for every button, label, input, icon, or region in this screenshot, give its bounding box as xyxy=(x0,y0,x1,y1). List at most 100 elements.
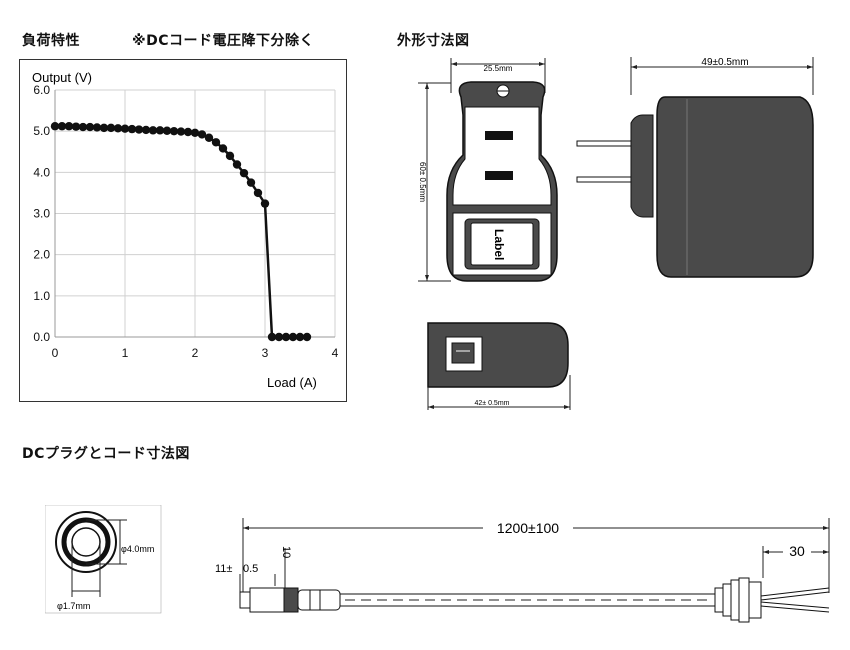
cord-length-label: 1200±100 xyxy=(497,520,559,536)
y-tick-label: 1.0 xyxy=(33,289,50,303)
data-point xyxy=(302,332,312,342)
load-characteristic-heading: 負荷特性 xyxy=(22,33,80,49)
strain-relief-ring xyxy=(730,579,740,621)
data-point xyxy=(50,122,60,131)
data-point xyxy=(92,123,102,132)
front-width-label: 25.5mm xyxy=(484,64,513,73)
x-tick-label: 1 xyxy=(122,346,129,360)
y-tick-label: 0.0 xyxy=(33,330,50,344)
x-tick-label: 2 xyxy=(192,346,199,360)
strip-length-label: 30 xyxy=(789,543,805,559)
label-text: Label xyxy=(492,229,506,260)
data-point xyxy=(246,178,256,187)
arrow-icon xyxy=(823,550,829,554)
y-axis-label: Output (V) xyxy=(32,70,92,85)
data-point xyxy=(106,123,116,133)
data-point xyxy=(169,126,179,136)
data-point xyxy=(260,199,270,208)
y-tick-label: 3.0 xyxy=(33,207,50,221)
y-tick-label: 6.0 xyxy=(33,83,50,97)
strain-relief-ring xyxy=(738,577,750,623)
chart-series xyxy=(50,122,312,342)
data-point xyxy=(141,125,151,135)
adapter-bottom-view: 42± 0.5mm xyxy=(427,322,571,410)
chart-tick-labels: 0.0 1.0 2.0 3.0 4.0 5.0 6.0 0 1 2 3 4 xyxy=(33,83,338,360)
plug-barrel xyxy=(249,587,285,613)
arrow-icon xyxy=(823,526,829,530)
x-tick-label: 4 xyxy=(332,346,339,360)
data-point xyxy=(148,126,158,135)
outline-dimensions-heading: 外形寸法図 xyxy=(397,33,470,49)
data-point xyxy=(71,122,81,131)
strain-relief-ring xyxy=(722,583,732,617)
data-point xyxy=(64,122,74,131)
bottom-width-label: 42± 0.5mm xyxy=(475,400,510,407)
plug-collar xyxy=(283,587,299,613)
wire-lower xyxy=(760,605,830,613)
inner-diameter-label: φ1.7mm xyxy=(57,601,90,611)
wire-upper xyxy=(760,591,830,601)
plug-inner-bore xyxy=(71,527,101,557)
y-tick-label: 2.0 xyxy=(33,248,50,262)
voltage-drop-note: ※DCコード電圧降下分除く xyxy=(132,33,315,49)
wire-upper xyxy=(760,587,830,597)
x-axis-label: Load (A) xyxy=(267,375,317,390)
strain-relief-body xyxy=(748,581,762,619)
plug-tip-label: 0.5 xyxy=(243,563,258,575)
arrow-icon xyxy=(451,62,457,66)
dc-plug-end-view: φ4.0mm φ1.7mm xyxy=(45,505,162,614)
plug-end-frame xyxy=(45,505,162,614)
data-point xyxy=(120,124,130,133)
plug-diameter-label: 10 xyxy=(280,546,292,558)
data-point xyxy=(183,127,193,137)
data-point xyxy=(99,123,109,133)
side-body xyxy=(656,96,814,278)
plug-cord-dimensions-heading: DCプラグとコード寸法図 xyxy=(22,446,190,462)
data-point xyxy=(288,332,298,342)
data-point xyxy=(281,332,291,342)
arrow-icon xyxy=(243,526,249,530)
strain-relief-ring xyxy=(714,587,724,613)
y-tick-label: 4.0 xyxy=(33,165,50,179)
data-point xyxy=(225,151,235,161)
wire-lower xyxy=(760,601,830,609)
outer-diameter-label: φ4.0mm xyxy=(121,544,154,554)
side-plug-block xyxy=(630,114,654,218)
arrow-icon xyxy=(763,550,769,554)
arrow-icon xyxy=(631,65,637,69)
arrow-icon xyxy=(428,405,434,409)
data-point xyxy=(239,168,249,178)
x-tick-label: 0 xyxy=(52,346,59,360)
label-window xyxy=(470,222,534,266)
data-point xyxy=(134,125,144,134)
adapter-plug-face xyxy=(452,106,552,206)
data-point xyxy=(197,130,207,139)
data-point xyxy=(127,124,137,134)
arrow-icon xyxy=(564,405,570,409)
data-point xyxy=(295,332,305,342)
x-tick-label: 3 xyxy=(262,346,269,360)
y-tick-label: 5.0 xyxy=(33,124,50,138)
front-height-label: 60± 0.5mm xyxy=(418,162,427,202)
data-point xyxy=(267,332,277,342)
cord-dimension-view: 1200±100 30 11± 0.5 10 xyxy=(215,518,830,623)
arrow-icon xyxy=(539,62,545,66)
arrow-icon xyxy=(425,275,429,281)
data-point xyxy=(211,138,221,147)
chart-svg: 0.0 1.0 2.0 3.0 4.0 5.0 6.0 0 1 2 3 4 Output (V) Lo… xyxy=(32,70,339,390)
plug-tip xyxy=(239,591,251,609)
plug-length-label: 11± xyxy=(215,563,232,575)
data-point xyxy=(162,126,172,135)
data-point xyxy=(218,144,228,153)
prong-upper xyxy=(576,140,636,147)
data-point xyxy=(113,124,123,133)
plug-molding xyxy=(297,589,341,611)
data-point xyxy=(85,122,95,132)
adapter-side-view: 49±0.5mm xyxy=(576,57,814,278)
data-point xyxy=(155,126,165,135)
data-point xyxy=(232,160,242,169)
side-depth-label: 49±0.5mm xyxy=(701,57,748,68)
data-point xyxy=(253,188,263,198)
load-characteristic-chart: 0.0 1.0 2.0 3.0 4.0 5.0 6.0 0 1 2 3 4 Output (V) Lo… xyxy=(19,59,347,402)
data-point xyxy=(190,128,200,138)
